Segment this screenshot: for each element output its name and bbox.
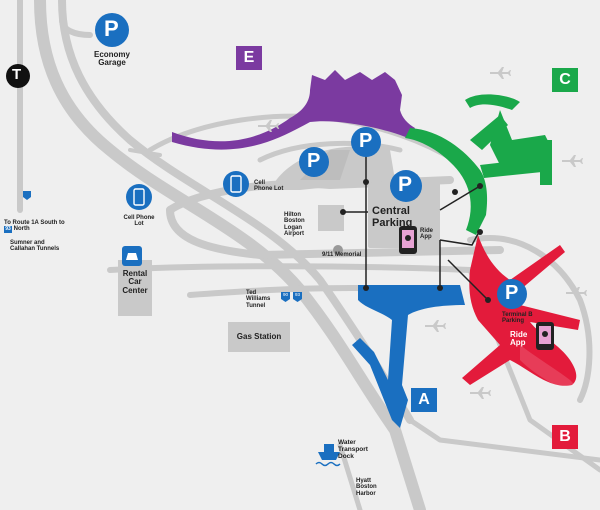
terminal-e bbox=[172, 70, 415, 150]
water-transport-label: Water Transport Dock bbox=[338, 439, 368, 460]
terminal-a bbox=[352, 285, 465, 428]
cell-phone-icon-1[interactable] bbox=[223, 171, 249, 197]
connector-lines bbox=[343, 150, 489, 301]
ted-williams-label: Ted Williams Tunnel bbox=[246, 290, 271, 309]
terminal-c bbox=[405, 94, 552, 235]
rental-car-label: Rental Car Center bbox=[122, 269, 148, 295]
economy-garage-label: Economy Garage bbox=[93, 50, 130, 68]
parking-markers bbox=[95, 13, 527, 309]
cell-phone-icon-2[interactable] bbox=[126, 184, 152, 210]
terminal-e-label[interactable]: E bbox=[236, 46, 262, 70]
terminal-b-label[interactable]: B bbox=[552, 425, 578, 449]
parking-letter: P bbox=[104, 16, 119, 41]
phone-icon bbox=[133, 188, 145, 206]
shield-93-b-text: 93 bbox=[294, 292, 300, 297]
transit-letter: T bbox=[12, 66, 22, 83]
gas-station-label: Gas Station bbox=[236, 332, 282, 341]
parking-icon-central[interactable] bbox=[390, 170, 422, 202]
parking-letter: P bbox=[505, 282, 519, 304]
parking-icon-garage[interactable] bbox=[299, 147, 329, 177]
shield-93-text: 93 bbox=[4, 226, 12, 234]
terminal-c-label[interactable]: C bbox=[552, 68, 578, 92]
highway-shields bbox=[23, 191, 302, 302]
hyatt-label: Hyatt Boston Harbor bbox=[356, 478, 377, 497]
transit-icon[interactable] bbox=[6, 64, 30, 88]
sumner-label: Sumner and Callahan Tunnels bbox=[10, 240, 60, 253]
parking-icon-terminal-e[interactable] bbox=[351, 127, 381, 157]
route-1a-north-text: North bbox=[13, 226, 30, 233]
airplane-icon bbox=[258, 120, 279, 132]
cell-phone-lot-label-1: Cell Phone Lot bbox=[254, 180, 284, 193]
central-parking-building bbox=[368, 180, 440, 248]
memorial-label: 9/11 Memorial bbox=[322, 252, 362, 258]
route-1a-text: To Route 1A South to bbox=[4, 220, 65, 226]
ferry-icon bbox=[315, 444, 341, 467]
car-icon bbox=[126, 253, 138, 260]
parking-icon-economy[interactable] bbox=[95, 13, 129, 47]
terminal-a-label[interactable]: A bbox=[411, 388, 437, 412]
shield-90 bbox=[281, 292, 290, 302]
parking-icon-terminal-b[interactable] bbox=[497, 279, 527, 309]
connector-dots bbox=[340, 179, 491, 303]
parking-letter: P bbox=[359, 130, 373, 152]
hilton-building bbox=[318, 205, 344, 231]
airplane-icon bbox=[562, 155, 583, 167]
parking-letter: P bbox=[307, 150, 321, 172]
airplane-icon bbox=[566, 287, 587, 299]
terminal-b-parking-label: Terminal B Parking bbox=[502, 312, 533, 325]
shield-93-b bbox=[293, 292, 302, 302]
route-1a-label: To Route 1A South to 93 North bbox=[4, 220, 84, 234]
airplane-icon bbox=[490, 67, 511, 79]
rental-car-building bbox=[118, 260, 152, 316]
road-network bbox=[17, 0, 600, 510]
memorial-marker bbox=[333, 245, 343, 255]
phone-icon bbox=[230, 175, 242, 193]
ride-app-label-central: Ride App bbox=[420, 228, 434, 241]
airplane-icons bbox=[258, 67, 587, 399]
ride-app-markers bbox=[399, 226, 554, 350]
cell-phone-lot-label-2: Cell Phone Lot bbox=[123, 215, 155, 228]
central-parking-label: Central Parking bbox=[372, 205, 413, 229]
shield-90-text: 90 bbox=[282, 292, 288, 297]
airplane-icon bbox=[470, 387, 491, 399]
ride-app-label-b: Ride App bbox=[510, 330, 528, 348]
gas-station-building bbox=[228, 322, 290, 352]
hilton-label: Hilton Boston Logan Airport bbox=[284, 212, 305, 237]
shield-93-a bbox=[23, 191, 31, 200]
airplane-icon bbox=[425, 320, 446, 332]
phone-glyphs bbox=[133, 175, 242, 206]
parking-letter: P bbox=[398, 173, 413, 196]
